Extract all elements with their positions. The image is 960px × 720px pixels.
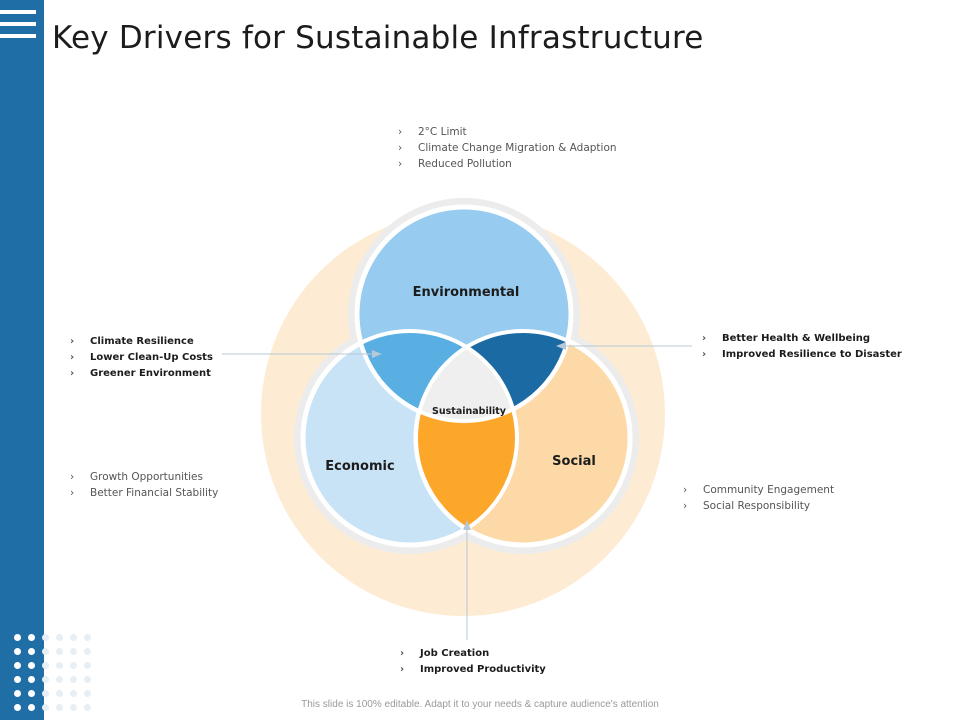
list-item: › Greener Environment bbox=[70, 366, 213, 382]
dot bbox=[84, 648, 91, 655]
dot bbox=[42, 704, 49, 711]
dot bbox=[14, 648, 21, 655]
list-item-text: Climate Change Migration & Adaption bbox=[418, 142, 617, 154]
list-item-text: Better Health & Wellbeing bbox=[722, 333, 871, 344]
dot bbox=[28, 662, 35, 669]
list-item: › Lower Clean-Up Costs bbox=[70, 350, 213, 366]
dot bbox=[14, 690, 21, 697]
dot bbox=[56, 690, 63, 697]
chevron-right-icon: › bbox=[398, 158, 403, 170]
dot bbox=[42, 648, 49, 655]
list-item: › Reduced Pollution bbox=[398, 156, 617, 172]
dot bbox=[14, 634, 21, 641]
dot bbox=[28, 676, 35, 683]
chevron-right-icon: › bbox=[70, 487, 75, 499]
list-item: › 2°C Limit bbox=[398, 124, 617, 140]
list-item-text: Improved Resilience to Disaster bbox=[722, 349, 902, 360]
dot bbox=[42, 634, 49, 641]
environmental-label: Environmental bbox=[413, 285, 520, 300]
dot bbox=[70, 704, 77, 711]
sidebar bbox=[0, 0, 91, 720]
dot bbox=[28, 690, 35, 697]
list-item: › Climate Resilience bbox=[70, 334, 213, 350]
dot bbox=[70, 676, 77, 683]
env-social-list: › Better Health & Wellbeing › Improved Resi… bbox=[702, 331, 902, 363]
list-item: › Social Responsibility bbox=[683, 498, 834, 514]
dot bbox=[70, 662, 77, 669]
dot bbox=[42, 690, 49, 697]
chevron-right-icon: › bbox=[70, 352, 75, 363]
dot bbox=[14, 704, 21, 711]
list-item-text: Growth Opportunities bbox=[90, 471, 203, 483]
dot bbox=[28, 704, 35, 711]
list-item-text: 2°C Limit bbox=[418, 126, 467, 138]
chevron-right-icon: › bbox=[702, 333, 707, 344]
social-label: Social bbox=[552, 454, 596, 469]
list-item: › Job Creation bbox=[400, 646, 546, 662]
list-item-text: Lower Clean-Up Costs bbox=[90, 352, 213, 363]
social-list: › Community Engagement › Social Responsibil… bbox=[683, 482, 834, 514]
dot bbox=[14, 662, 21, 669]
dot bbox=[84, 676, 91, 683]
economic-list: › Growth Opportunities › Better Financial S… bbox=[70, 469, 218, 501]
chevron-right-icon: › bbox=[70, 471, 75, 483]
dot bbox=[84, 662, 91, 669]
chevron-right-icon: › bbox=[400, 664, 405, 675]
list-item-text: Reduced Pollution bbox=[418, 158, 512, 170]
list-item: › Better Financial Stability bbox=[70, 485, 218, 501]
economic-label: Economic bbox=[325, 459, 394, 474]
chevron-right-icon: › bbox=[683, 500, 688, 512]
list-item-text: Improved Productivity bbox=[420, 664, 546, 675]
center-overlap bbox=[416, 331, 517, 421]
menu-icon[interactable] bbox=[0, 10, 36, 42]
dot bbox=[42, 662, 49, 669]
dot bbox=[42, 676, 49, 683]
chevron-right-icon: › bbox=[702, 349, 707, 360]
dot bbox=[70, 634, 77, 641]
list-item-text: Better Financial Stability bbox=[90, 487, 219, 499]
dot bbox=[56, 634, 63, 641]
dot bbox=[56, 704, 63, 711]
list-item: › Community Engagement bbox=[683, 482, 834, 498]
list-item: › Growth Opportunities bbox=[70, 469, 218, 485]
list-item-text: Community Engagement bbox=[703, 484, 835, 496]
list-item: › Climate Change Migration & Adaption bbox=[398, 140, 617, 156]
list-item: › Improved Productivity bbox=[400, 662, 546, 678]
list-item-text: Job Creation bbox=[420, 648, 490, 659]
dot bbox=[28, 648, 35, 655]
chevron-right-icon: › bbox=[683, 484, 688, 496]
footer-note: This slide is 100% editable. Adapt it to… bbox=[301, 699, 659, 710]
chevron-right-icon: › bbox=[70, 368, 75, 379]
dot bbox=[84, 690, 91, 697]
dot bbox=[56, 676, 63, 683]
list-item-text: Climate Resilience bbox=[90, 336, 194, 347]
chevron-right-icon: › bbox=[400, 648, 405, 659]
dot bbox=[84, 634, 91, 641]
chevron-right-icon: › bbox=[398, 126, 403, 138]
page-title: Key Drivers for Sustainable Infrastructu… bbox=[52, 20, 704, 56]
list-item: › Better Health & Wellbeing bbox=[702, 331, 902, 347]
env-econ-list: › Climate Resilience › Lower Clean-Up Costs… bbox=[70, 334, 213, 382]
chevron-right-icon: › bbox=[70, 336, 75, 347]
chevron-right-icon: › bbox=[398, 142, 403, 154]
dot bbox=[28, 634, 35, 641]
dot bbox=[84, 704, 91, 711]
environmental-list: › 2°C Limit › Climate Change Migration & Ad… bbox=[398, 124, 617, 172]
list-item-text: Greener Environment bbox=[90, 368, 211, 379]
dot bbox=[56, 648, 63, 655]
dot bbox=[14, 676, 21, 683]
dot bbox=[56, 662, 63, 669]
list-item-text: Social Responsibility bbox=[703, 500, 811, 512]
list-item: › Improved Resilience to Disaster bbox=[702, 347, 902, 363]
dot bbox=[70, 648, 77, 655]
sustainability-label: Sustainability bbox=[432, 406, 507, 417]
dot bbox=[70, 690, 77, 697]
econ-social-list: › Job Creation › Improved Productivity bbox=[400, 646, 546, 678]
